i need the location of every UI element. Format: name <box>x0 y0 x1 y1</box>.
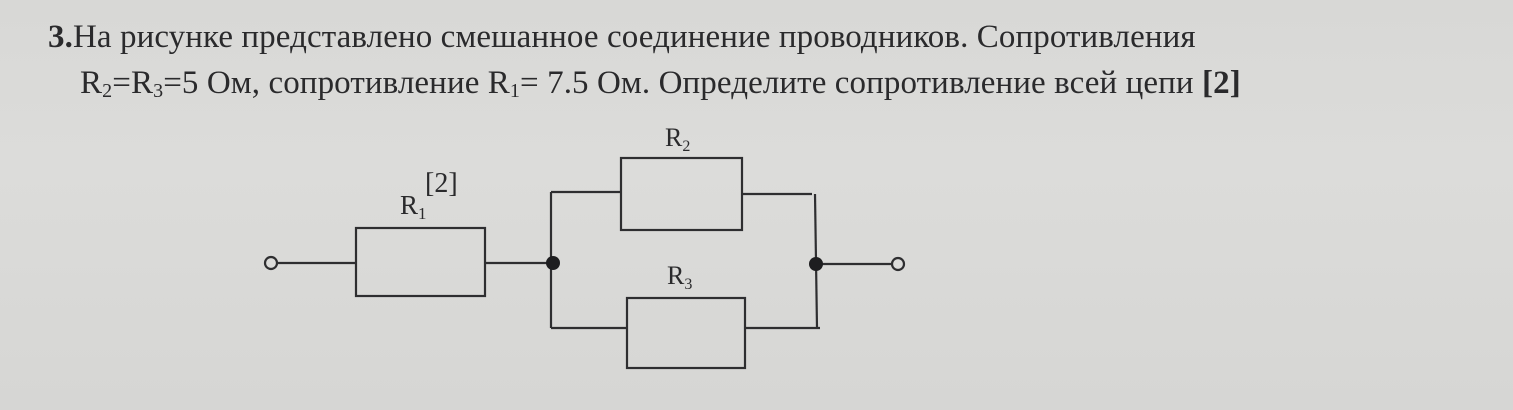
r3-letter: R <box>130 65 154 101</box>
problem-number: 3. <box>48 19 73 55</box>
input-terminal <box>263 255 279 271</box>
r2-label: R2 <box>665 123 690 155</box>
r2-subscript: 2 <box>102 80 113 102</box>
resistor-r3 <box>625 296 747 370</box>
right-junction-dot <box>809 257 823 271</box>
problem-line1-text: На рисунке представлено смешанное соедин… <box>72 19 1196 55</box>
r1-label: R1 <box>400 190 427 223</box>
r3-label: R3 <box>667 261 692 293</box>
resistor-r1 <box>354 226 487 298</box>
r1-letter: R <box>487 65 510 101</box>
r1-value-and-question: = 7.5 Ом. Определите сопротивление всей … <box>520 65 1202 101</box>
output-terminal <box>890 256 906 272</box>
r1-marks-label: [2] <box>425 168 458 199</box>
r2-r3-value: =5 Ом, сопротивление <box>163 65 488 101</box>
left-junction-dot <box>546 256 560 270</box>
r2-letter: R <box>80 65 103 101</box>
equals-sign: = <box>112 65 131 101</box>
problem-text-line-2: R2=R3=5 Ом, сопротивление R1= 7.5 Ом. Оп… <box>80 64 1241 110</box>
resistor-r2 <box>619 156 744 232</box>
r1-subscript: 1 <box>509 80 521 102</box>
problem-text-line-1: 3.На рисунке представлено смешанное соед… <box>48 18 1196 56</box>
r3-subscript: 3 <box>153 80 164 102</box>
marks-label: [2] <box>1202 65 1241 101</box>
